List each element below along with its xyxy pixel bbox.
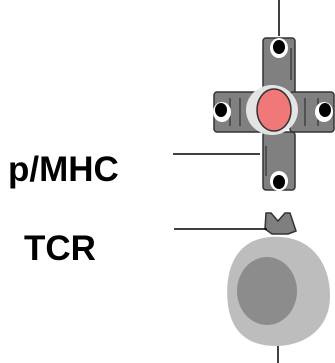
t-cell (227, 236, 330, 363)
peptide (256, 88, 292, 132)
pmhc-knob-left (213, 102, 231, 122)
tcr-receptor (264, 212, 297, 235)
t-cell-nucleus (237, 257, 297, 325)
tcr-notch-shape (264, 212, 297, 235)
pmhc-label: p/MHC (8, 150, 119, 189)
tcr-label: TCR (24, 229, 96, 268)
pmhc-complex (213, 37, 335, 191)
pmhc-knob-bottom (270, 171, 288, 191)
pmhc-knob-top (270, 38, 288, 58)
pmhc-knob-right (315, 102, 333, 122)
